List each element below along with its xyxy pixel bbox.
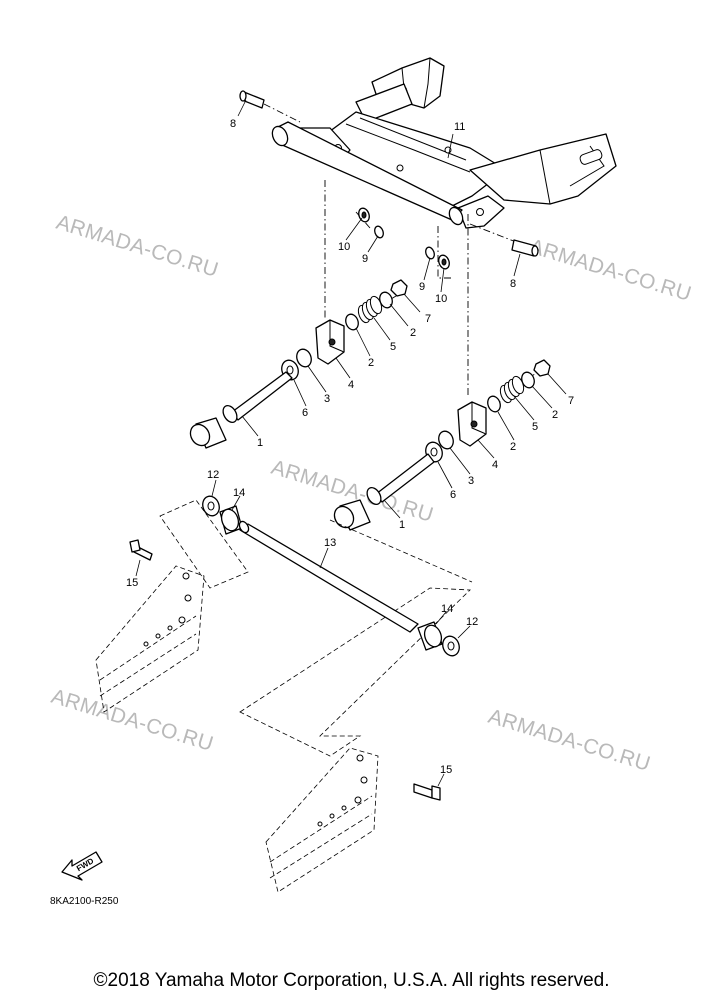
rear-arm-frame — [271, 57, 617, 229]
right-stopper-assembly — [333, 359, 551, 531]
callout-8: 8 — [510, 278, 516, 290]
slide-rail-left — [95, 565, 205, 713]
watermark: ARMADA-CO.RU — [49, 685, 216, 756]
slide-rail-right — [265, 747, 379, 893]
callout-10: 10 — [338, 241, 350, 253]
callout-3: 3 — [468, 475, 474, 487]
bolt-15-left — [129, 539, 153, 561]
watermark: ARMADA-CO.RU — [54, 211, 221, 282]
callout-12: 12 — [207, 469, 219, 481]
callout-8: 8 — [230, 118, 236, 130]
callout-15: 15 — [440, 764, 452, 776]
callout-15: 15 — [126, 577, 138, 589]
callout-2: 2 — [368, 357, 374, 369]
left-stopper-assembly — [189, 279, 408, 449]
callout-7: 7 — [425, 313, 431, 325]
callout-10: 10 — [435, 293, 447, 305]
callout-3: 3 — [324, 393, 330, 405]
callout-4: 4 — [492, 459, 498, 471]
watermark: ARMADA-CO.RU — [527, 235, 694, 306]
callout-9: 9 — [362, 253, 368, 265]
bolt-15-right — [413, 783, 441, 801]
pin-8-right — [511, 239, 539, 257]
callout-14: 14 — [441, 603, 453, 615]
callout-11: 11 — [454, 121, 465, 133]
callout-14: 14 — [233, 487, 245, 499]
callout-9: 9 — [419, 281, 425, 293]
callout-2: 2 — [510, 441, 516, 453]
lower-shaft-assembly — [159, 495, 473, 757]
callout-2: 2 — [410, 327, 416, 339]
callout-7: 7 — [568, 395, 574, 407]
callout-5: 5 — [390, 341, 396, 353]
callout-6: 6 — [450, 489, 456, 501]
pin-8-left — [239, 90, 265, 109]
watermark: ARMADA-CO.RU — [486, 705, 653, 776]
callout-12: 12 — [466, 616, 478, 628]
callout-1: 1 — [399, 519, 405, 531]
callout-6: 6 — [302, 407, 308, 419]
callout-13: 13 — [324, 537, 336, 549]
callout-1: 1 — [257, 437, 263, 449]
callout-4: 4 — [348, 379, 354, 391]
leader-lines — [135, 99, 567, 787]
copyright-notice: ©2018 Yamaha Motor Corporation, U.S.A. A… — [93, 970, 610, 991]
callout-numbers: 8 11 10 9 9 10 8 7 2 5 2 4 3 6 1 7 2 5 2… — [126, 118, 574, 776]
fwd-arrow-icon: FWD — [61, 851, 103, 881]
washers-9-10 — [358, 207, 450, 270]
diagram-code: 8KA2100-R250 — [50, 896, 119, 907]
callout-2: 2 — [552, 409, 558, 421]
callout-5: 5 — [532, 421, 538, 433]
